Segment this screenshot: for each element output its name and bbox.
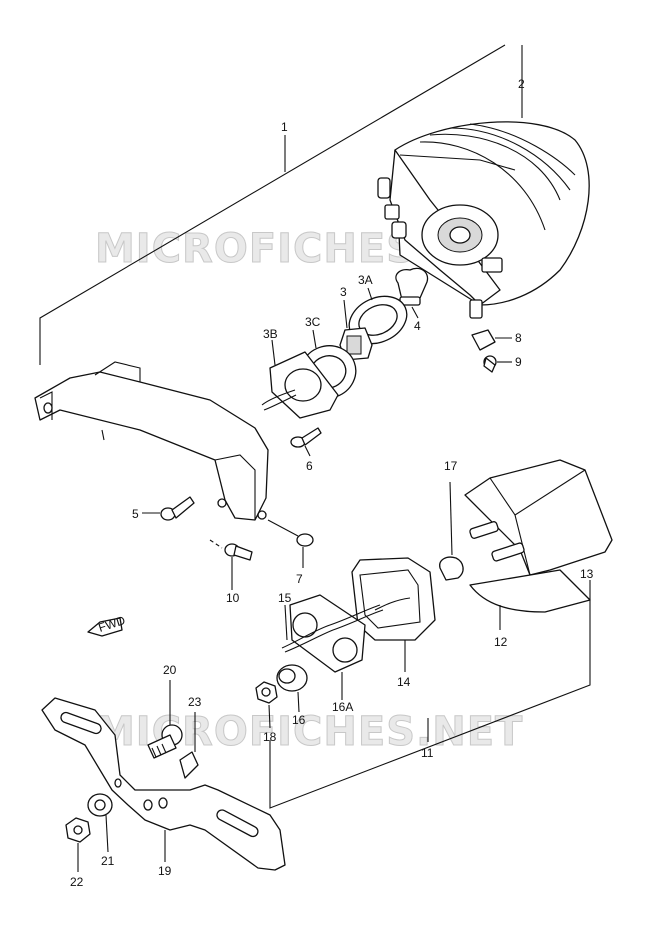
label-21: 21 <box>101 854 115 868</box>
housing-part-14 <box>351 557 436 672</box>
wire-part-15 <box>281 604 384 653</box>
screw-part-10 <box>209 539 253 590</box>
label-6: 6 <box>306 459 313 473</box>
forward-direction-arrow: FWD <box>87 613 127 637</box>
screw-part-7 <box>267 519 314 568</box>
label-12: 12 <box>494 635 508 649</box>
label-17: 17 <box>444 459 458 473</box>
label-16: 16 <box>292 713 306 727</box>
label-9: 9 <box>515 355 522 369</box>
label-19: 19 <box>158 864 172 878</box>
nut-part-18 <box>255 681 278 729</box>
bulb-part-4 <box>395 267 429 319</box>
grommet-part-16 <box>276 664 308 713</box>
label-7: 7 <box>296 572 303 586</box>
bulb-part-17 <box>439 481 464 581</box>
gasket-part-16a <box>289 594 366 700</box>
label-4: 4 <box>414 319 421 333</box>
label-23: 23 <box>188 695 202 709</box>
screw-part-9 <box>483 355 512 373</box>
nut-part-8 <box>471 329 512 351</box>
washer-part-21 <box>87 793 113 853</box>
tail-lamp-housing <box>377 121 590 319</box>
lens-cover-part-13 <box>464 459 613 590</box>
label-8: 8 <box>515 331 522 345</box>
label-5: 5 <box>132 507 139 521</box>
assembly-11-outline <box>269 590 591 809</box>
label-16a: 16A <box>332 700 353 714</box>
label-20: 20 <box>163 663 177 677</box>
label-3c: 3C <box>305 315 321 329</box>
screw-part-6 <box>290 427 322 457</box>
bolt-part-5 <box>142 496 195 521</box>
label-22: 22 <box>70 875 84 889</box>
label-11: 11 <box>421 746 434 760</box>
label-13: 13 <box>580 567 594 581</box>
callout-labels: 1 2 3 3A 3B 3C 4 5 6 7 8 9 10 11 12 13 1… <box>70 77 594 889</box>
label-3: 3 <box>340 285 347 299</box>
assembly-1-outline <box>39 44 506 365</box>
label-1: 1 <box>281 120 288 134</box>
label-14: 14 <box>397 675 411 689</box>
label-2: 2 <box>518 77 525 91</box>
clip-part-23 <box>179 712 199 779</box>
label-10: 10 <box>226 591 240 605</box>
nut-part-22 <box>65 817 91 872</box>
label-15: 15 <box>278 591 292 605</box>
label-18: 18 <box>263 730 277 744</box>
lamp-bracket-part-1 <box>34 361 269 521</box>
gasket-part-3b <box>261 339 339 419</box>
lens-part-12 <box>469 569 591 630</box>
bolt-part-20 <box>147 680 183 759</box>
label-3a: 3A <box>358 273 373 287</box>
label-3b: 3B <box>263 327 278 341</box>
plate-bracket-part-19 <box>41 697 286 871</box>
